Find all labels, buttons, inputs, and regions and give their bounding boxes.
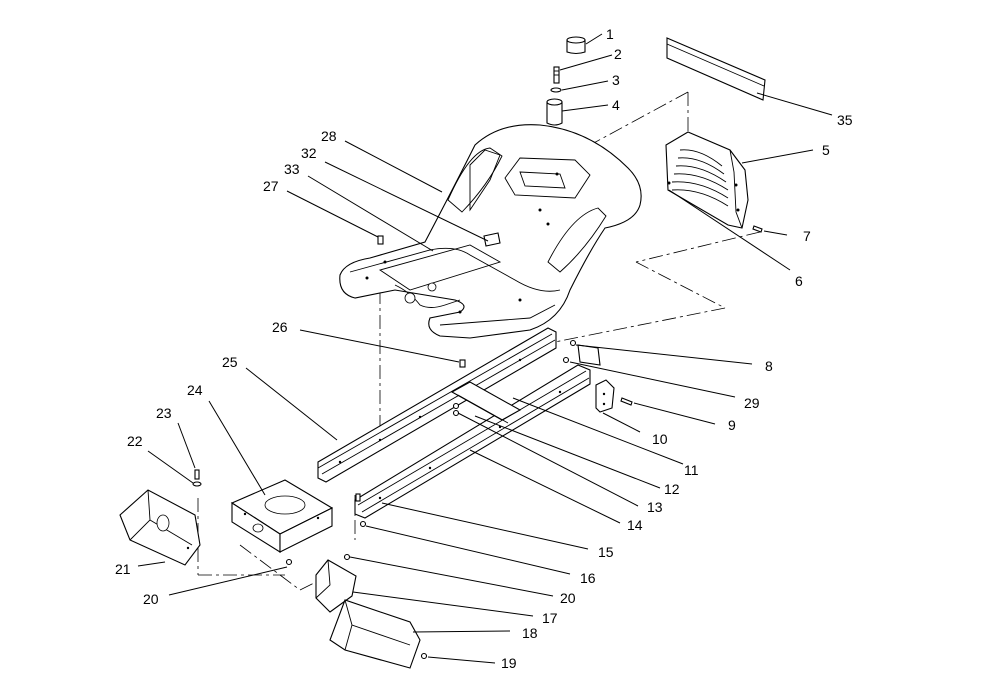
part-14-frame-rail: [354, 364, 591, 519]
callout-labels: 1 2 3 4 35 5 28 32 33 27 7 6 26 8 25 29 …: [115, 26, 853, 671]
callout-26: 26: [272, 319, 288, 335]
part-2-stud: [553, 66, 560, 84]
callout-8: 8: [765, 358, 773, 374]
callout-28: 28: [321, 128, 337, 144]
assembly-centerlines: [197, 91, 761, 591]
part-20-nut: [285, 553, 351, 566]
callout-24: 24: [187, 382, 203, 398]
frame-cross-members: [450, 344, 601, 424]
callout-23: 23: [156, 405, 172, 421]
callout-7: 7: [803, 228, 811, 244]
part-4-spacer: [546, 98, 563, 126]
part-19-screw: [420, 652, 428, 660]
part-16-nut: [359, 520, 367, 528]
callout-4: 4: [612, 97, 620, 113]
callout-29: 29: [744, 395, 760, 411]
callout-32: 32: [301, 145, 317, 161]
part-26-bolt: [459, 359, 466, 368]
part-1-knob: [566, 36, 586, 55]
callout-19: 19: [501, 655, 517, 671]
callout-9: 9: [728, 417, 736, 433]
part-18-guard: [329, 599, 421, 669]
callout-20-right: 20: [560, 590, 576, 606]
part-9-screw: [620, 397, 633, 406]
callout-27: 27: [263, 178, 279, 194]
part-7-screw: [752, 225, 763, 233]
part-28-fender-deck: [339, 124, 642, 339]
callout-3: 3: [612, 72, 620, 88]
part-17-bracket: [315, 559, 357, 613]
callout-5: 5: [822, 142, 830, 158]
part-27-bolt: [377, 235, 384, 245]
part-24-mount-plate: [230, 479, 334, 553]
callout-2: 2: [614, 46, 622, 62]
part-22-washer: [192, 481, 202, 487]
callout-22: 22: [127, 433, 143, 449]
callout-10: 10: [652, 431, 668, 447]
part-10-bracket: [595, 379, 615, 413]
part-3-washer: [550, 87, 562, 93]
callout-18: 18: [522, 625, 538, 641]
callout-11: 11: [684, 462, 699, 478]
callout-21: 21: [115, 561, 131, 577]
part-23-bolt: [194, 469, 200, 480]
part-15-bolt: [355, 493, 361, 502]
callout-35: 35: [837, 112, 853, 128]
callout-17: 17: [542, 610, 558, 626]
callout-20-left: 20: [143, 591, 159, 607]
part-5-side-shield: [665, 131, 749, 229]
callout-6: 6: [795, 273, 803, 289]
part-35-trim-strip: [666, 37, 766, 101]
leader-lines: [137, 33, 833, 664]
part-29-washer: [562, 356, 570, 364]
part-21-housing: [119, 489, 201, 566]
callout-15: 15: [598, 544, 614, 560]
parts-12-13-hardware: [452, 402, 460, 417]
callout-14: 14: [627, 517, 643, 533]
callout-12: 12: [664, 481, 680, 497]
callout-13: 13: [647, 499, 663, 515]
callout-16: 16: [580, 570, 596, 586]
callout-1: 1: [606, 26, 614, 42]
part-8-nut: [569, 339, 577, 347]
callout-33: 33: [284, 161, 300, 177]
callout-25: 25: [222, 354, 238, 370]
